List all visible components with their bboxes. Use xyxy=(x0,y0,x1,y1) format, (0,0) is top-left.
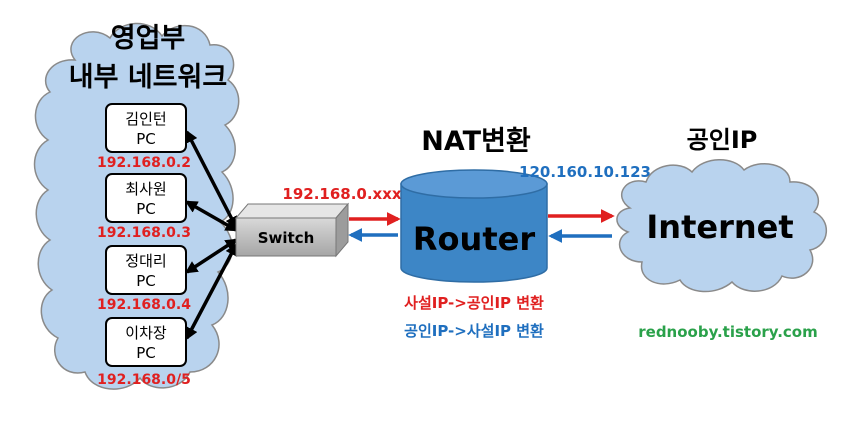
pc-box-frame xyxy=(105,103,187,153)
pc-box[interactable]: 정대리 PC xyxy=(105,245,187,295)
internal-network-title-line2: 내부 네트워크 xyxy=(69,62,227,93)
credit-text: rednooby.tistory.com xyxy=(638,323,817,341)
link-pc-4 xyxy=(185,242,238,341)
pc-type: PC xyxy=(136,130,156,148)
private-range-label: 192.168.0.xxx xyxy=(282,185,402,203)
internet-label: Internet xyxy=(646,208,793,246)
public-ip-title: 공인IP xyxy=(687,126,758,154)
inbound-conversion-note: 공인IP->사설IP 변환 xyxy=(404,322,544,340)
pc-type: PC xyxy=(136,200,156,218)
pc-type: PC xyxy=(136,344,156,362)
link-pc-2 xyxy=(184,200,239,232)
switch-device[interactable]: Switch xyxy=(234,202,350,258)
pc-box-frame xyxy=(105,173,187,223)
switch-top-face xyxy=(234,203,350,219)
pc-box[interactable]: 이차장 PC xyxy=(105,317,187,367)
pc-name: 최사원 xyxy=(125,180,166,198)
pc-box-frame xyxy=(105,317,187,367)
pc-ip: 192.168.0.3 xyxy=(97,225,191,241)
pc-box[interactable]: 김인턴 PC xyxy=(105,103,187,153)
pc-type: PC xyxy=(136,272,156,290)
internal-network-title-line1: 영업부 xyxy=(111,23,186,54)
pc-name: 김인턴 xyxy=(125,110,166,128)
router-cylinder-top xyxy=(400,169,548,199)
pc-ip: 192.168.0/5 xyxy=(97,372,191,388)
pc-name: 정대리 xyxy=(125,252,166,270)
nat-title: NAT변환 xyxy=(421,126,531,157)
public-ip-label: 120.160.10.123 xyxy=(519,163,651,181)
internet-cloud xyxy=(616,159,828,293)
pc-box[interactable]: 최사원 PC xyxy=(105,173,187,223)
router-label: Router xyxy=(413,220,535,258)
pc-name: 이차장 xyxy=(125,324,167,342)
pc-switch-links xyxy=(184,129,239,341)
switch-label: Switch xyxy=(258,229,315,247)
switch-front-face xyxy=(235,217,337,257)
pc-box-frame xyxy=(105,245,187,295)
outbound-conversion-note: 사설IP->공인IP 변환 xyxy=(404,294,544,312)
router-device[interactable]: Router xyxy=(400,169,548,283)
pc-ip: 192.168.0.2 xyxy=(97,155,191,171)
router-cylinder-body xyxy=(400,183,548,283)
pc-ip: 192.168.0.4 xyxy=(97,297,191,313)
